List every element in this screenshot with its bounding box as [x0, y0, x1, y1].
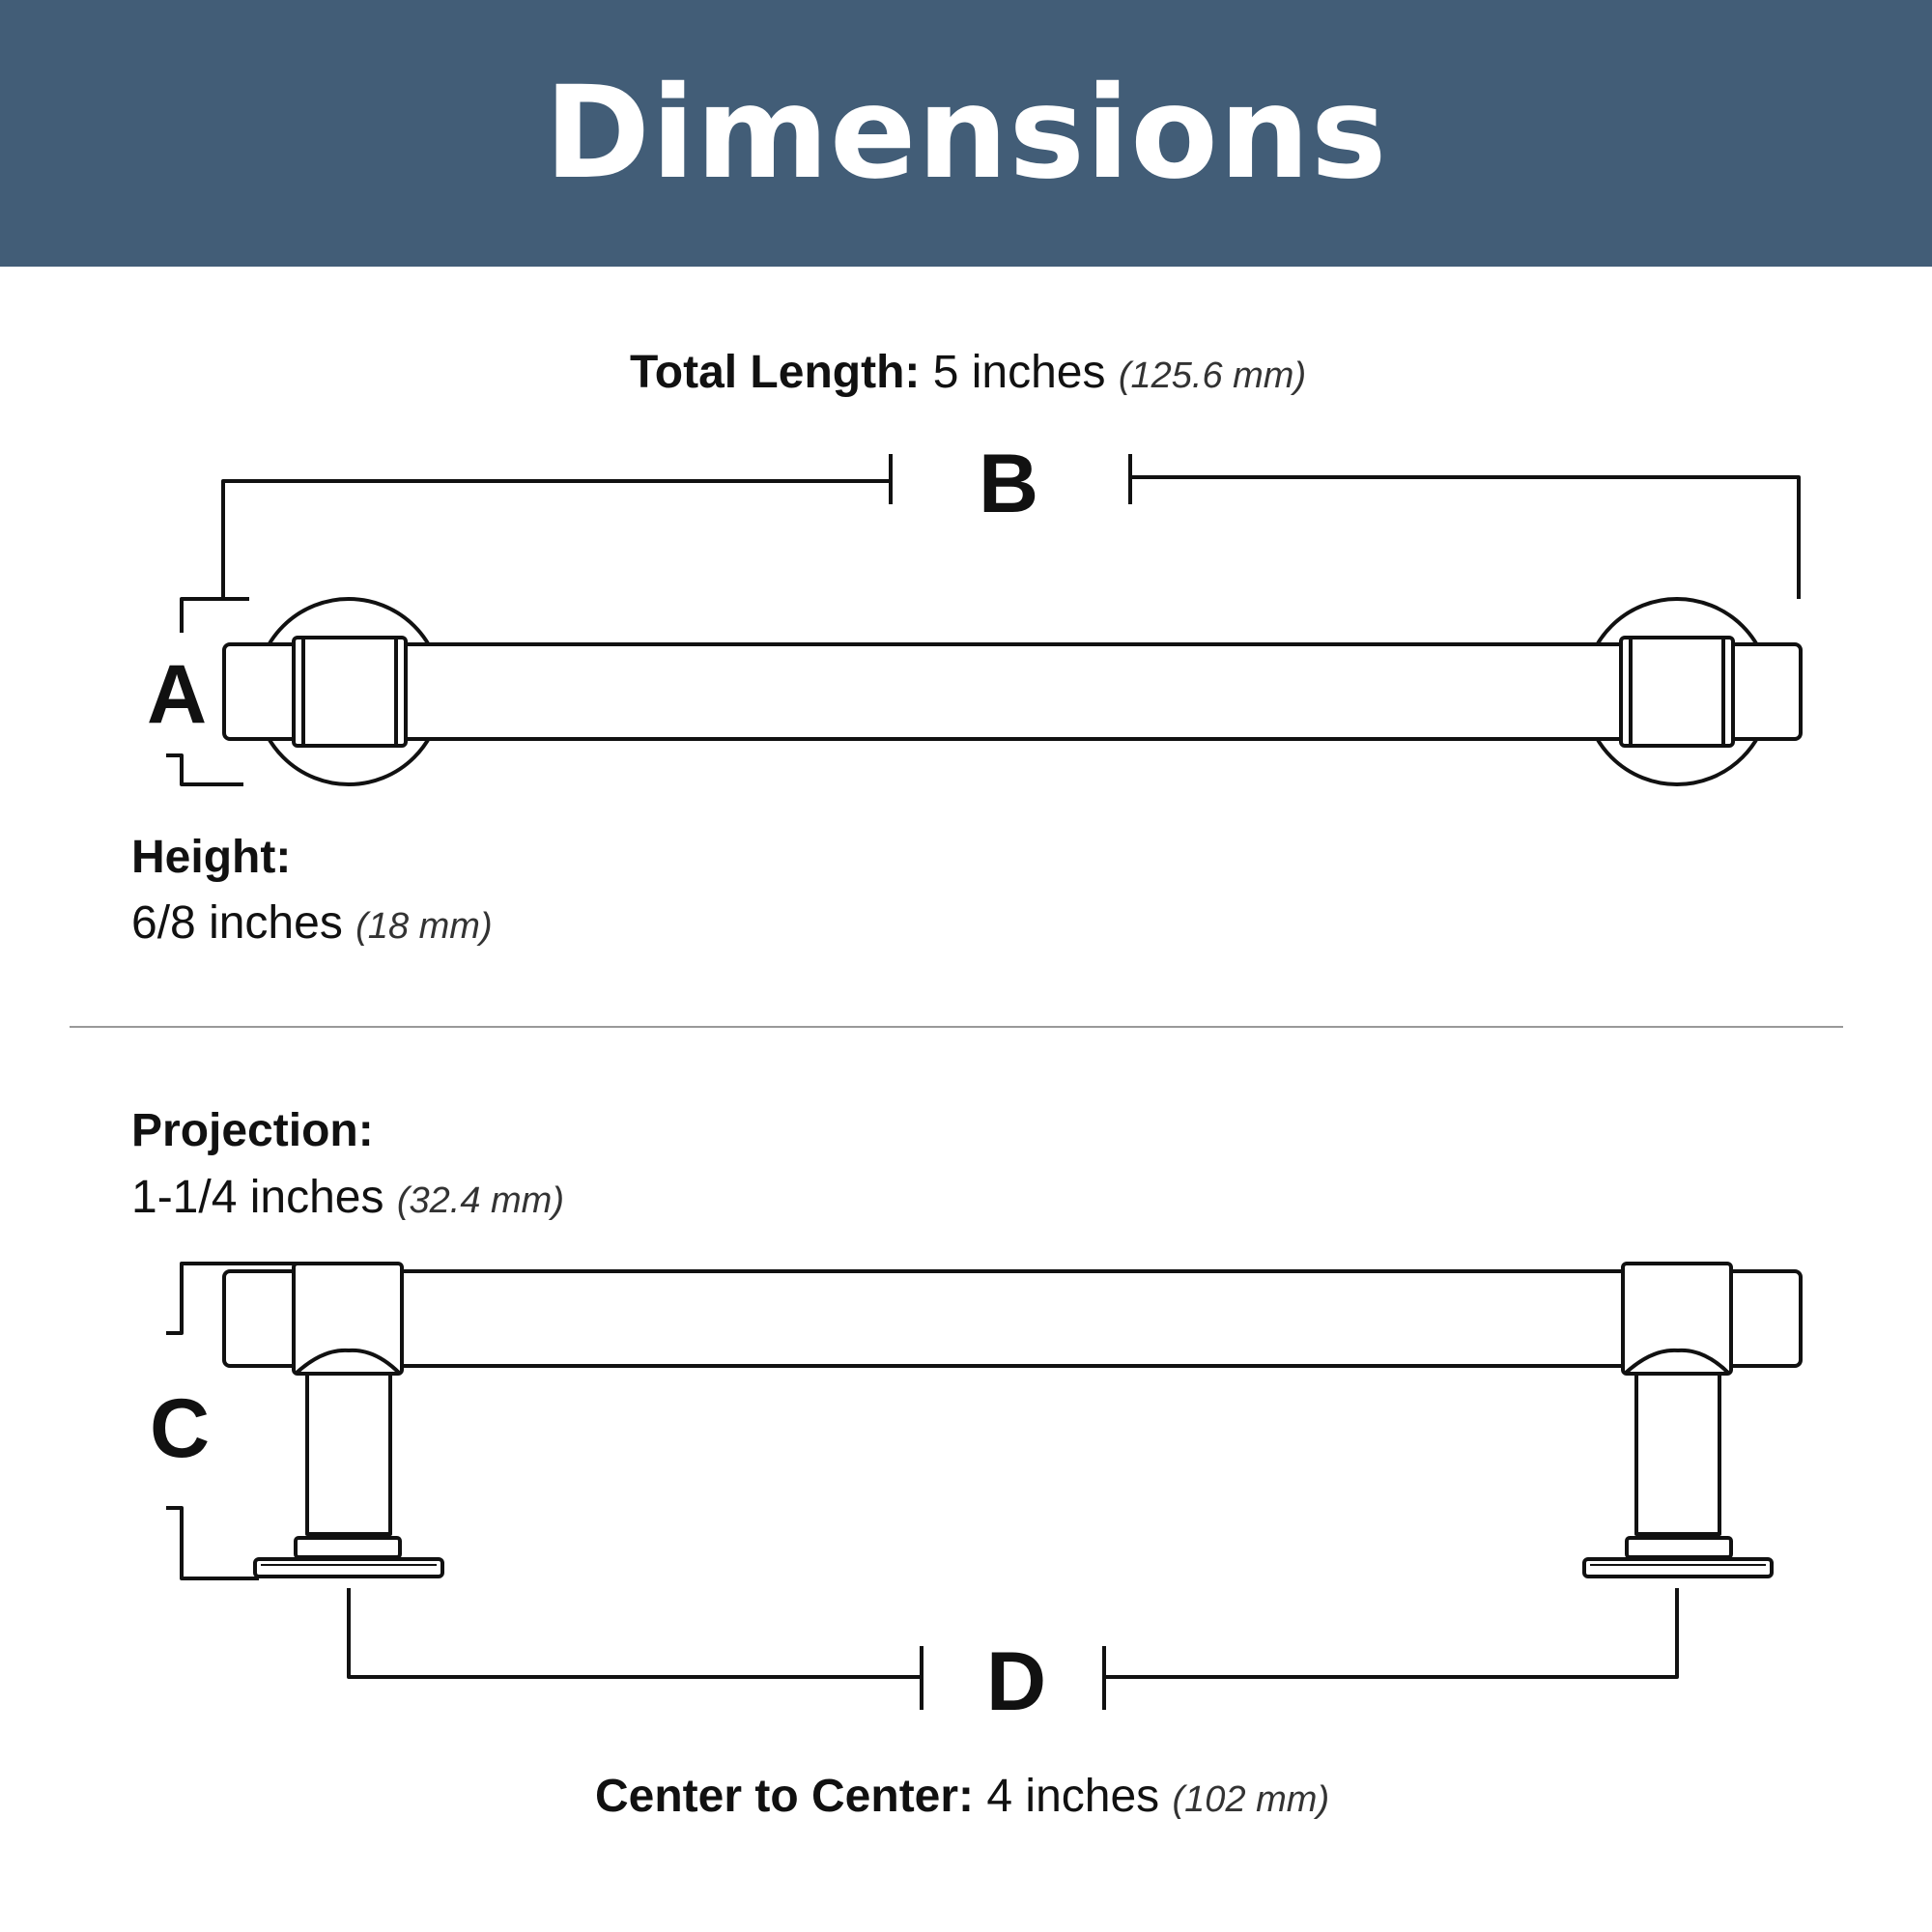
total-length-value: 5 inches [932, 347, 1106, 398]
total-length-metric: (125.6 mm) [1118, 355, 1307, 396]
page-title: Dimensions [544, 59, 1388, 208]
height-value: 6/8 inches [131, 897, 343, 949]
total-length-label: Total Length: [630, 347, 921, 398]
handle-side-view [222, 1262, 1803, 1578]
height-metric: (18 mm) [355, 906, 493, 947]
total-length-caption: Total Length: 5 inches (125.6 mm) [630, 346, 1306, 399]
dimension-d: D [347, 1588, 1679, 1728]
projection-label: Projection: [131, 1105, 374, 1156]
projection-value-line: 1-1/4 inches (32.4 mm) [131, 1171, 564, 1224]
center-to-center-metric: (102 mm) [1172, 1779, 1330, 1820]
dimension-b: B [221, 438, 1801, 599]
handle-top-view [222, 597, 1803, 786]
projection-metric: (32.4 mm) [396, 1180, 564, 1221]
center-to-center-caption: Center to Center: 4 inches (102 mm) [595, 1770, 1329, 1823]
projection-caption: Projection: [131, 1104, 374, 1157]
dimension-a: A [147, 597, 249, 786]
header-banner: Dimensions [0, 0, 1932, 267]
center-to-center-label: Center to Center: [595, 1771, 975, 1822]
letter-b: B [979, 438, 1038, 530]
letter-d: D [986, 1635, 1046, 1728]
dimension-c: C [150, 1262, 299, 1580]
letter-a: A [147, 648, 207, 741]
center-to-center-value: 4 inches [986, 1771, 1160, 1822]
height-value-line: 6/8 inches (18 mm) [131, 896, 493, 950]
letter-c: C [150, 1382, 210, 1475]
height-caption: Height: [131, 831, 291, 884]
projection-value: 1-1/4 inches [131, 1172, 384, 1223]
height-label: Height: [131, 832, 292, 883]
